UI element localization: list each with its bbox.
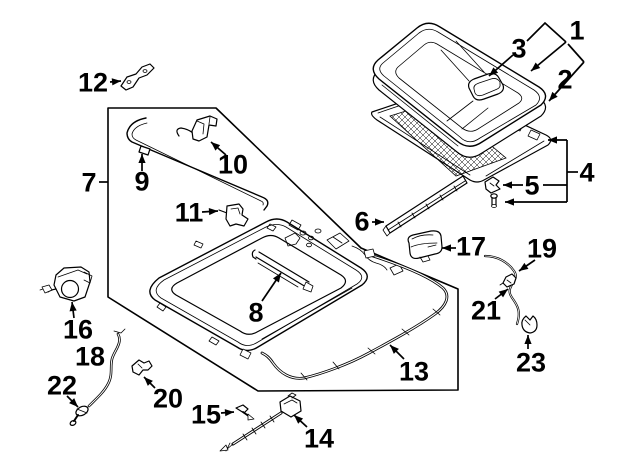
part-label-1: 1 <box>569 16 584 46</box>
part-label-11: 11 <box>175 198 204 228</box>
part-label-20: 20 <box>153 384 183 414</box>
leader-21-arrowhead <box>498 289 508 298</box>
clip-21 <box>499 273 517 288</box>
wind-deflector <box>126 117 269 211</box>
part-label-22: 22 <box>47 371 77 401</box>
sunroof-frame <box>149 218 404 360</box>
sunroof-glass-panel <box>372 22 547 147</box>
drain-tube-14 <box>219 392 302 452</box>
leader-14-arrowhead <box>294 415 304 424</box>
enclosure-box <box>107 107 459 392</box>
clip-20 <box>131 359 153 376</box>
part-label-12: 12 <box>78 68 108 98</box>
sunshade-handle <box>467 72 505 101</box>
leader-19-arrowhead <box>519 262 529 271</box>
leader-22-arrowhead <box>69 398 78 407</box>
part-label-2: 2 <box>557 65 572 95</box>
cover-17 <box>407 230 443 263</box>
bracket-4-top-arrowhead <box>548 136 557 144</box>
leader-5-arrowhead <box>503 181 512 189</box>
guide-rail <box>382 175 468 237</box>
part-label-5: 5 <box>524 171 539 201</box>
part-label-15: 15 <box>191 400 221 430</box>
part-label-9: 9 <box>134 167 149 197</box>
leader-20-arrowhead <box>144 377 153 386</box>
part-label-18: 18 <box>75 342 105 372</box>
leader-12-arrowhead <box>111 78 121 86</box>
part-label-7: 7 <box>81 168 96 198</box>
leader-17-arrowhead <box>442 244 451 252</box>
drain-hose-13 <box>260 248 449 381</box>
leader-16-arrowhead <box>69 302 77 312</box>
leader-9-arrowhead <box>138 154 146 163</box>
leader-8-arrowhead <box>272 273 281 283</box>
part-label-17: 17 <box>456 232 486 262</box>
clip-15 <box>235 404 255 421</box>
leader-11-arrowhead <box>208 207 218 216</box>
bracket-4-bottom-arrowhead <box>505 198 514 206</box>
drip-rail-8 <box>251 249 314 293</box>
drain-hose-19 <box>483 254 520 326</box>
clip-5 <box>484 176 501 194</box>
link-1-2 <box>567 43 585 63</box>
part-label-4: 4 <box>579 158 594 188</box>
bracket-12 <box>120 63 155 91</box>
link-3-1 <box>526 21 567 43</box>
part-label-8: 8 <box>248 298 263 328</box>
leader-13-arrowhead <box>390 345 399 354</box>
leader-3-arrowhead <box>489 67 499 76</box>
part-label-19: 19 <box>527 234 557 264</box>
part-label-14: 14 <box>304 424 334 454</box>
drain-tube-18 <box>87 328 126 408</box>
part-label-23: 23 <box>516 348 546 378</box>
leader-10-arrowhead <box>211 142 221 151</box>
sunroof-motor <box>39 266 93 302</box>
part-label-13: 13 <box>399 357 429 387</box>
rivet-5 <box>490 193 498 208</box>
grommet-23 <box>521 315 538 334</box>
bracket-10 <box>176 115 218 142</box>
part-label-6: 6 <box>354 207 369 237</box>
leader-23-arrowhead <box>524 335 532 344</box>
leader-6-arrowhead <box>375 218 384 226</box>
leader-1-arrowhead <box>531 62 541 71</box>
leader-2-arrowhead <box>549 91 558 101</box>
leader-lines <box>66 21 585 428</box>
part-label-10: 10 <box>218 150 248 180</box>
part-label-16: 16 <box>63 315 93 345</box>
clip-11 <box>218 203 249 227</box>
part-label-21: 21 <box>471 296 501 326</box>
screw-22 <box>69 405 89 426</box>
leader-15-arrowhead <box>224 409 234 417</box>
part-label-3: 3 <box>511 34 526 64</box>
